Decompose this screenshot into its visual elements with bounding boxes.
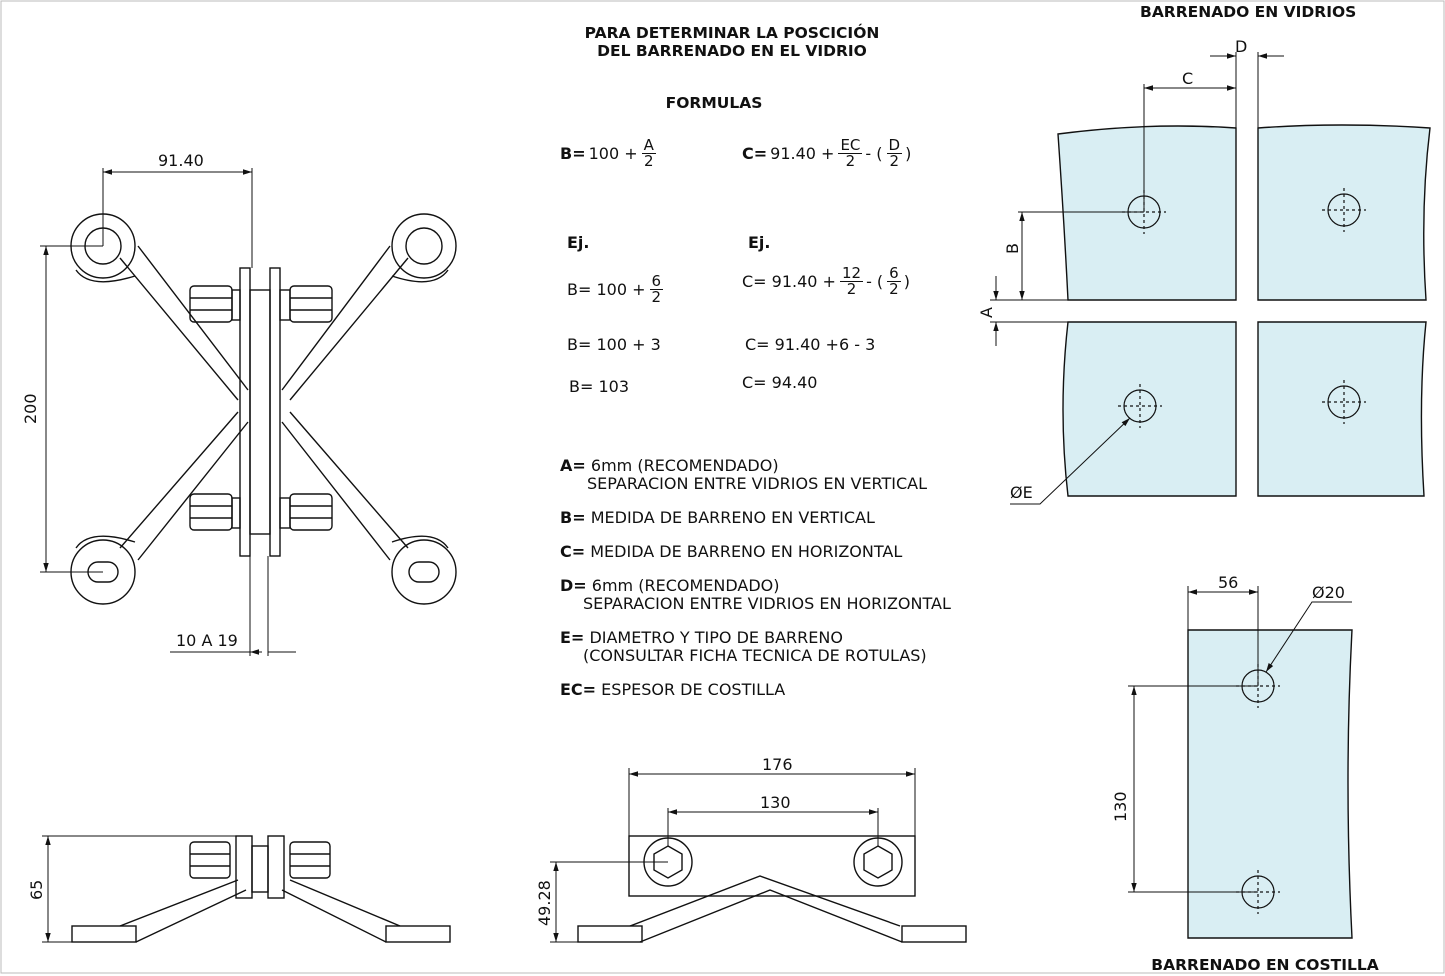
dim-front-height: 200 [21, 393, 40, 424]
dim-rib-height: 130 [1111, 791, 1130, 822]
title-line-1: PARA DETERMINAR LA POSCICIÓN [584, 24, 880, 42]
top-view-dimensions [550, 768, 916, 943]
glass-panel-bottom-left [1062, 321, 1237, 497]
page-title: PARA DETERMINAR LA POSCICIÓN DEL BARRENA… [560, 24, 904, 60]
legend-b: B= MEDIDA DE BARRENO EN VERTICAL [560, 508, 875, 527]
dim-rib-width: 56 [1218, 573, 1239, 592]
title-line-2: DEL BARRENADO EN EL VIDRIO [597, 42, 867, 60]
glass-section-title: BARRENADO EN VIDRIOS [1140, 3, 1357, 21]
dim-rib-diam: Ø20 [1312, 583, 1345, 602]
dim-front-width: 91.40 [158, 151, 204, 170]
dim-top-inner: 130 [760, 793, 791, 812]
example-c3: C= 94.40 [742, 373, 818, 392]
example-label-c: Ej. [748, 233, 771, 252]
example-label-b: Ej. [567, 233, 590, 252]
front-view-spider [70, 213, 457, 605]
legend-c: C= MEDIDA DE BARRENO EN HORIZONTAL [560, 542, 903, 561]
dim-glass-a: A [977, 307, 996, 318]
example-b3: B= 103 [569, 377, 630, 396]
dim-glass-c: C [1182, 69, 1194, 88]
rib-dimensions [1128, 586, 1352, 893]
dim-top-height: 49.28 [535, 880, 554, 926]
rib-panel [1187, 629, 1353, 939]
side-view-dimensions [42, 835, 252, 943]
formulas-label: FORMULAS [665, 94, 763, 112]
top-view-spider [577, 835, 967, 943]
dim-front-thickness: 10 A 19 [176, 631, 238, 650]
example-c2: C= 91.40 +6 - 3 [745, 335, 876, 354]
legend-e: E= DIAMETRO Y TIPO DE BARRENO (CONSULTAR… [560, 628, 927, 665]
glass-panels [1057, 124, 1431, 497]
dim-glass-d: D [1235, 37, 1248, 56]
rib-section-title: BARRENADO EN COSTILLA [1151, 956, 1379, 974]
dim-glass-e: ØE [1010, 483, 1033, 502]
glass-panel-top-left [1057, 125, 1237, 301]
glass-dimensions [990, 52, 1284, 505]
example-b2: B= 100 + 3 [567, 335, 661, 354]
legend-ec: EC= ESPESOR DE COSTILLA [560, 680, 786, 699]
glass-panel-bottom-right [1257, 321, 1427, 497]
dim-side-height: 65 [27, 879, 46, 900]
legend-d: D= 6mm (RECOMENDADO) SEPARACION ENTRE VI… [560, 576, 951, 613]
side-view-spider [71, 835, 451, 943]
front-view-dimensions [40, 168, 296, 656]
dim-glass-b: B [1003, 243, 1022, 254]
dim-top-outer: 176 [762, 755, 793, 774]
legend-a: A= 6mm (RECOMENDADO) SEPARACION ENTRE VI… [560, 456, 928, 493]
